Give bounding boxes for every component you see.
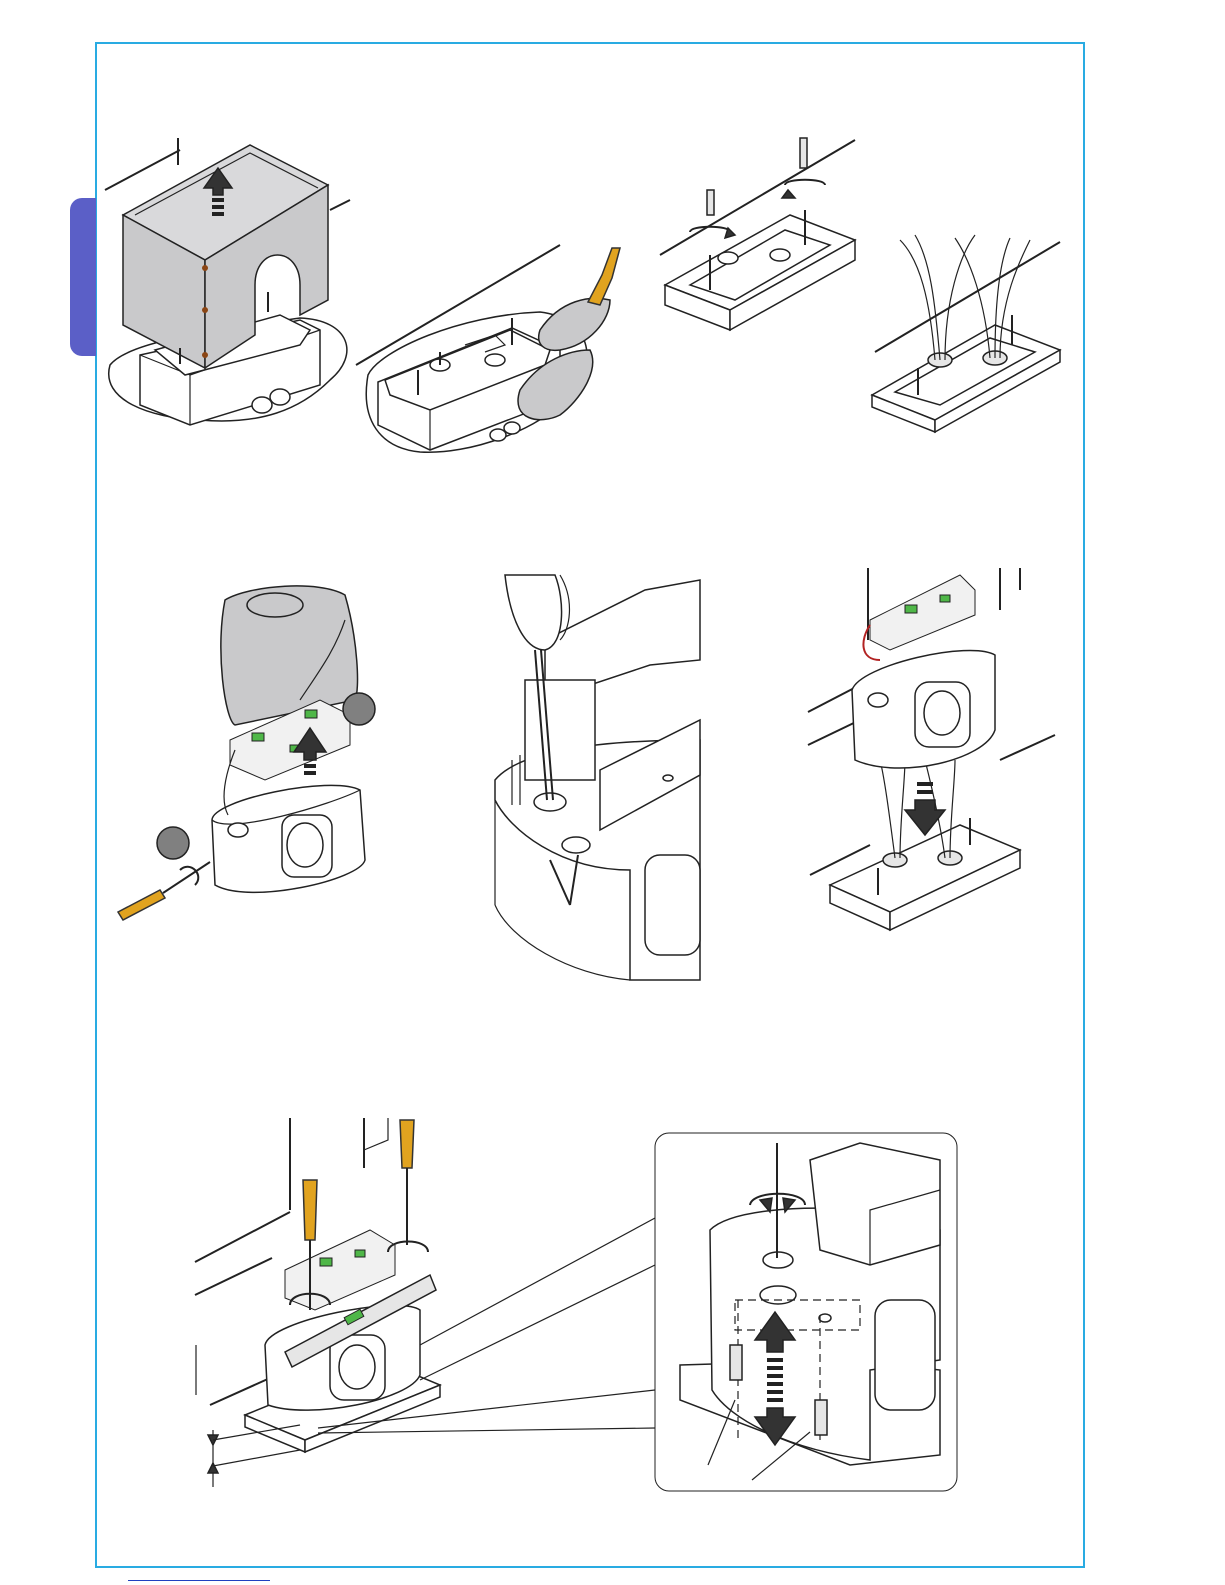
figure-screwdriver-base-holes [495,575,700,980]
figure-remove-cover-and-board [118,586,375,920]
figure-cables-through-base-plate [872,235,1060,432]
step-marker-1 [157,827,189,859]
step-marker-2 [343,693,375,725]
figure-remove-formwork-box [105,138,350,425]
figure-trowel-concrete-base [356,245,620,452]
figure-lower-motor-onto-base [808,568,1055,930]
figure-screw-in-anchor-studs [660,138,855,330]
figure-level-and-adjust-height [195,1118,655,1487]
figure-detail-adjust-feet [655,1133,957,1491]
